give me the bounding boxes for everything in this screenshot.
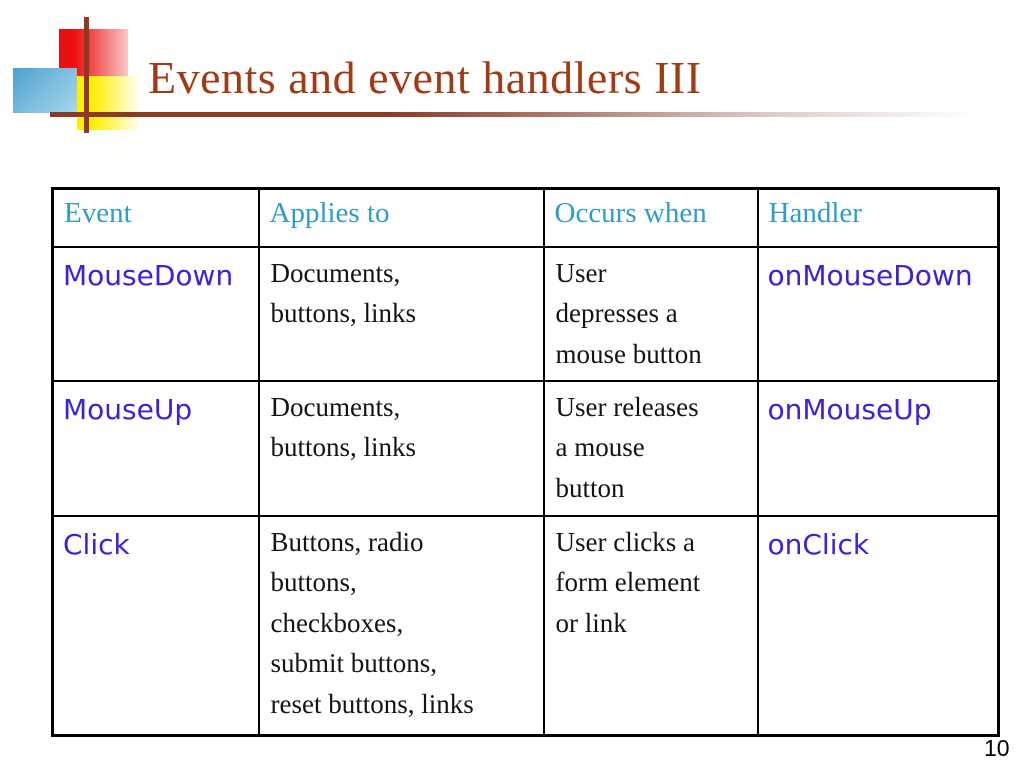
table-row: MouseUp Documents, buttons, links User r… [51, 379, 1000, 517]
cell-applies-to: Buttons, radio buttons, checkboxes, subm… [257, 514, 545, 737]
cell-event-name: MouseUp [51, 379, 260, 517]
table-row: Click Buttons, radio buttons, checkboxes… [51, 514, 1000, 737]
column-header-occurs-when: Occurs when [542, 187, 759, 248]
cell-event-name: MouseDown [51, 245, 260, 382]
column-header-event: Event [51, 187, 260, 248]
cell-occurs-when: User clicks a form element or link [542, 514, 759, 737]
cell-handler: onMouseUp [756, 379, 1000, 517]
cell-applies-to: Documents, buttons, links [257, 379, 545, 517]
table-header-row: Event Applies to Occurs when Handler [51, 187, 1000, 248]
page-number: 10 [984, 735, 1010, 761]
title-underline-rule [50, 112, 1010, 117]
cell-occurs-when: User releases a mouse button [542, 379, 759, 517]
table-row: MouseDown Documents, buttons, links User… [51, 245, 1000, 382]
cell-applies-to: Documents, buttons, links [257, 245, 545, 382]
cell-handler: onClick [756, 514, 1000, 737]
cell-event-name: Click [51, 514, 260, 737]
events-table: Event Applies to Occurs when Handler Mou… [51, 187, 1000, 737]
cell-handler: onMouseDown [756, 245, 1000, 382]
slide-title: Events and event handlers III [148, 52, 702, 103]
logo-vertical-line [84, 17, 89, 133]
cell-occurs-when: User depresses a mouse button [542, 245, 759, 382]
logo-blue-square [13, 68, 77, 113]
column-header-handler: Handler [756, 187, 1000, 248]
column-header-applies-to: Applies to [257, 187, 545, 248]
